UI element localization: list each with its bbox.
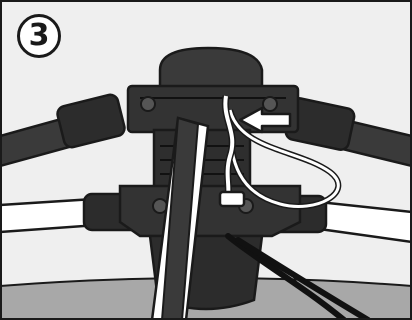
wire-connector (218, 190, 246, 208)
pointer-arrow (238, 106, 292, 134)
front-rod (150, 116, 210, 320)
step-number: 3 (28, 17, 50, 53)
step-number-badge: 3 (17, 14, 61, 58)
bolts (140, 96, 278, 214)
black-cables (225, 233, 371, 320)
arm-sleeves (56, 93, 356, 234)
